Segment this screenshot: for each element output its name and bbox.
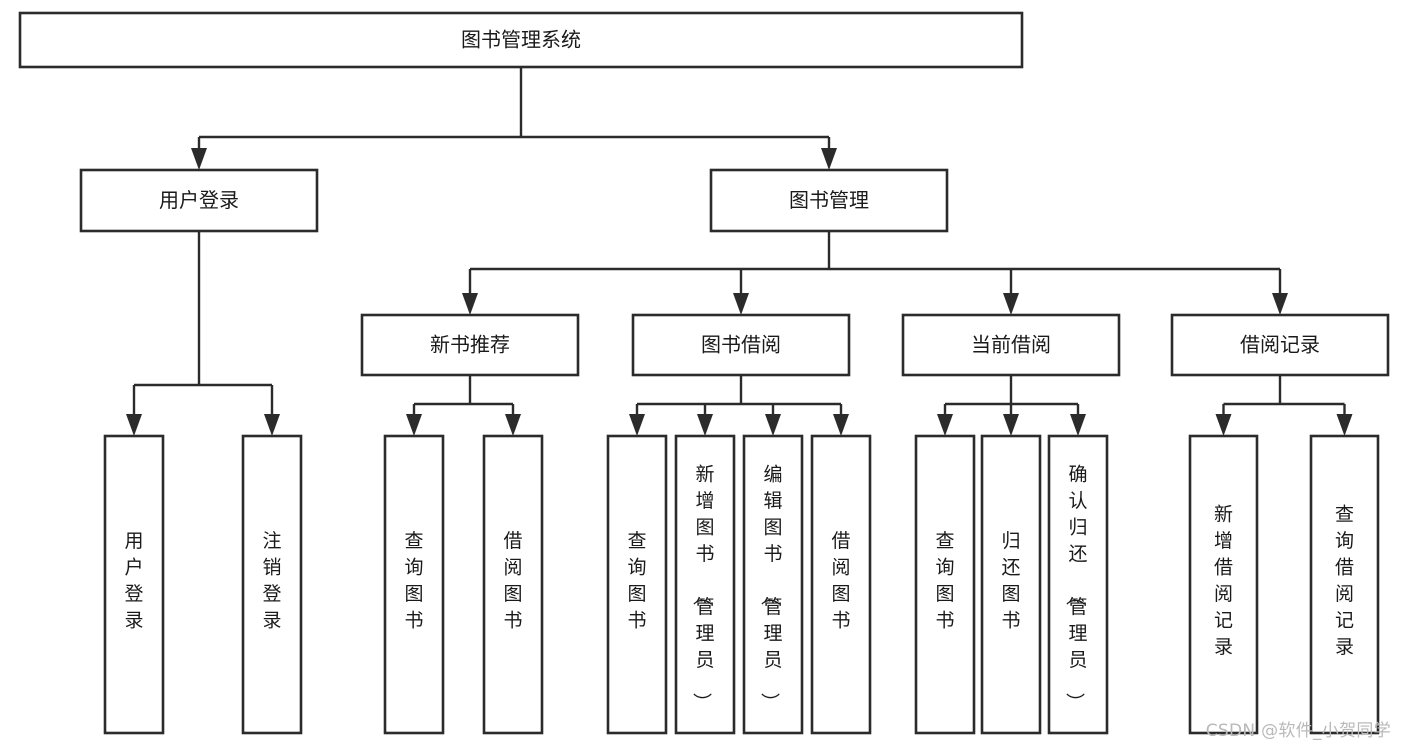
node-label: 查询图书 bbox=[404, 530, 423, 632]
node-leaf-confirm-return[interactable]: 确认归还（管理员） bbox=[1047, 434, 1109, 735]
node-user-login[interactable]: 用户登录 bbox=[79, 168, 319, 233]
node-layer: 图书管理系统用户登录图书管理新书推荐图书借阅当前借阅借阅记录用户登录注销登录查询… bbox=[18, 11, 1390, 735]
arrow-head-icon bbox=[697, 414, 713, 436]
node-label: 查询图书 bbox=[935, 530, 954, 632]
node-label: 借阅记录 bbox=[1240, 333, 1320, 357]
connector-group bbox=[126, 231, 280, 436]
node-box[interactable] bbox=[103, 434, 165, 735]
arrow-head-icon bbox=[1003, 293, 1019, 315]
arrow-head-icon bbox=[833, 414, 849, 436]
node-label: 新书推荐 bbox=[430, 333, 510, 357]
arrow-head-icon bbox=[629, 414, 645, 436]
node-box[interactable] bbox=[1188, 434, 1259, 735]
arrow-head-icon bbox=[1070, 414, 1086, 436]
node-leaf-return-book[interactable]: 归还图书 bbox=[980, 434, 1042, 735]
node-current-borrow[interactable]: 当前借阅 bbox=[901, 313, 1121, 377]
arrow-head-icon bbox=[505, 414, 521, 436]
node-label: 用户登录 bbox=[159, 188, 239, 212]
node-box[interactable] bbox=[241, 434, 303, 735]
node-box[interactable] bbox=[606, 434, 668, 735]
arrow-head-icon bbox=[191, 148, 207, 170]
node-borrow-record[interactable]: 借阅记录 bbox=[1170, 313, 1390, 377]
node-label: 借阅图书 bbox=[503, 530, 522, 632]
connector-layer bbox=[126, 67, 1353, 436]
arrow-head-icon bbox=[264, 414, 280, 436]
arrow-head-icon bbox=[733, 293, 749, 315]
node-leaf-add-book[interactable]: 新增图书（管理员） bbox=[674, 434, 736, 735]
node-label: 新增图书（管理员） bbox=[690, 464, 714, 712]
arrow-head-icon bbox=[1003, 414, 1019, 436]
node-leaf-edit-book[interactable]: 编辑图书（管理员） bbox=[742, 434, 804, 735]
node-book-borrow[interactable]: 图书借阅 bbox=[631, 313, 851, 377]
arrow-head-icon bbox=[821, 148, 837, 170]
connector-group bbox=[629, 375, 849, 436]
node-box[interactable] bbox=[1170, 313, 1390, 377]
node-leaf-add-record[interactable]: 新增借阅记录 bbox=[1188, 434, 1259, 735]
node-box[interactable] bbox=[980, 434, 1042, 735]
arrow-head-icon bbox=[462, 293, 478, 315]
node-label: 图书借阅 bbox=[701, 333, 781, 357]
connector-group bbox=[1215, 375, 1353, 436]
node-new-book-rec[interactable]: 新书推荐 bbox=[360, 313, 580, 377]
node-box[interactable] bbox=[18, 11, 1024, 69]
node-box[interactable] bbox=[709, 168, 949, 233]
node-box[interactable] bbox=[1309, 434, 1380, 735]
node-leaf-user-login[interactable]: 用户登录 bbox=[103, 434, 165, 735]
node-book-mgmt[interactable]: 图书管理 bbox=[709, 168, 949, 233]
node-label: 借阅图书 bbox=[831, 530, 850, 632]
node-box[interactable] bbox=[482, 434, 544, 735]
node-box[interactable] bbox=[360, 313, 580, 377]
arrow-head-icon bbox=[1215, 414, 1232, 436]
node-label: 图书管理 bbox=[789, 188, 869, 212]
node-label: 图书管理系统 bbox=[461, 28, 581, 52]
connector-group bbox=[462, 231, 1288, 315]
watermark-label: CSDN @软件_小贺同学 bbox=[1205, 721, 1391, 741]
connector-group bbox=[406, 375, 521, 436]
connector-group bbox=[937, 375, 1086, 436]
node-label: 查询图书 bbox=[627, 530, 646, 632]
node-label: 当前借阅 bbox=[971, 333, 1051, 357]
node-leaf-logout[interactable]: 注销登录 bbox=[241, 434, 303, 735]
node-leaf-query-book-1[interactable]: 查询图书 bbox=[383, 434, 445, 735]
node-leaf-borrow-book-2[interactable]: 借阅图书 bbox=[810, 434, 872, 735]
arrow-head-icon bbox=[1272, 293, 1288, 315]
node-label: 用户登录 bbox=[124, 530, 143, 632]
node-box[interactable] bbox=[901, 313, 1121, 377]
node-root[interactable]: 图书管理系统 bbox=[18, 11, 1024, 69]
arrow-head-icon bbox=[937, 414, 953, 436]
node-box[interactable] bbox=[631, 313, 851, 377]
node-box[interactable] bbox=[914, 434, 976, 735]
node-label: 归还图书 bbox=[1001, 530, 1020, 632]
node-leaf-query-record[interactable]: 查询借阅记录 bbox=[1309, 434, 1380, 735]
node-label: 查询借阅记录 bbox=[1335, 503, 1354, 658]
node-box[interactable] bbox=[1047, 434, 1109, 735]
node-box[interactable] bbox=[79, 168, 319, 233]
node-box[interactable] bbox=[742, 434, 804, 735]
node-box[interactable] bbox=[674, 434, 736, 735]
arrow-head-icon bbox=[406, 414, 422, 436]
node-box[interactable] bbox=[810, 434, 872, 735]
arrow-head-icon bbox=[1336, 414, 1353, 436]
node-leaf-borrow-book-1[interactable]: 借阅图书 bbox=[482, 434, 544, 735]
node-leaf-query-book-3[interactable]: 查询图书 bbox=[914, 434, 976, 735]
arrow-head-icon bbox=[765, 414, 781, 436]
node-label: 新增借阅记录 bbox=[1214, 503, 1233, 658]
connector-group bbox=[191, 67, 837, 170]
node-box[interactable] bbox=[383, 434, 445, 735]
node-label: 确认归还（管理员） bbox=[1063, 464, 1087, 712]
node-label: 编辑图书（管理员） bbox=[758, 464, 782, 712]
node-leaf-query-book-2[interactable]: 查询图书 bbox=[606, 434, 668, 735]
node-label: 注销登录 bbox=[262, 530, 281, 632]
arrow-head-icon bbox=[126, 414, 142, 436]
